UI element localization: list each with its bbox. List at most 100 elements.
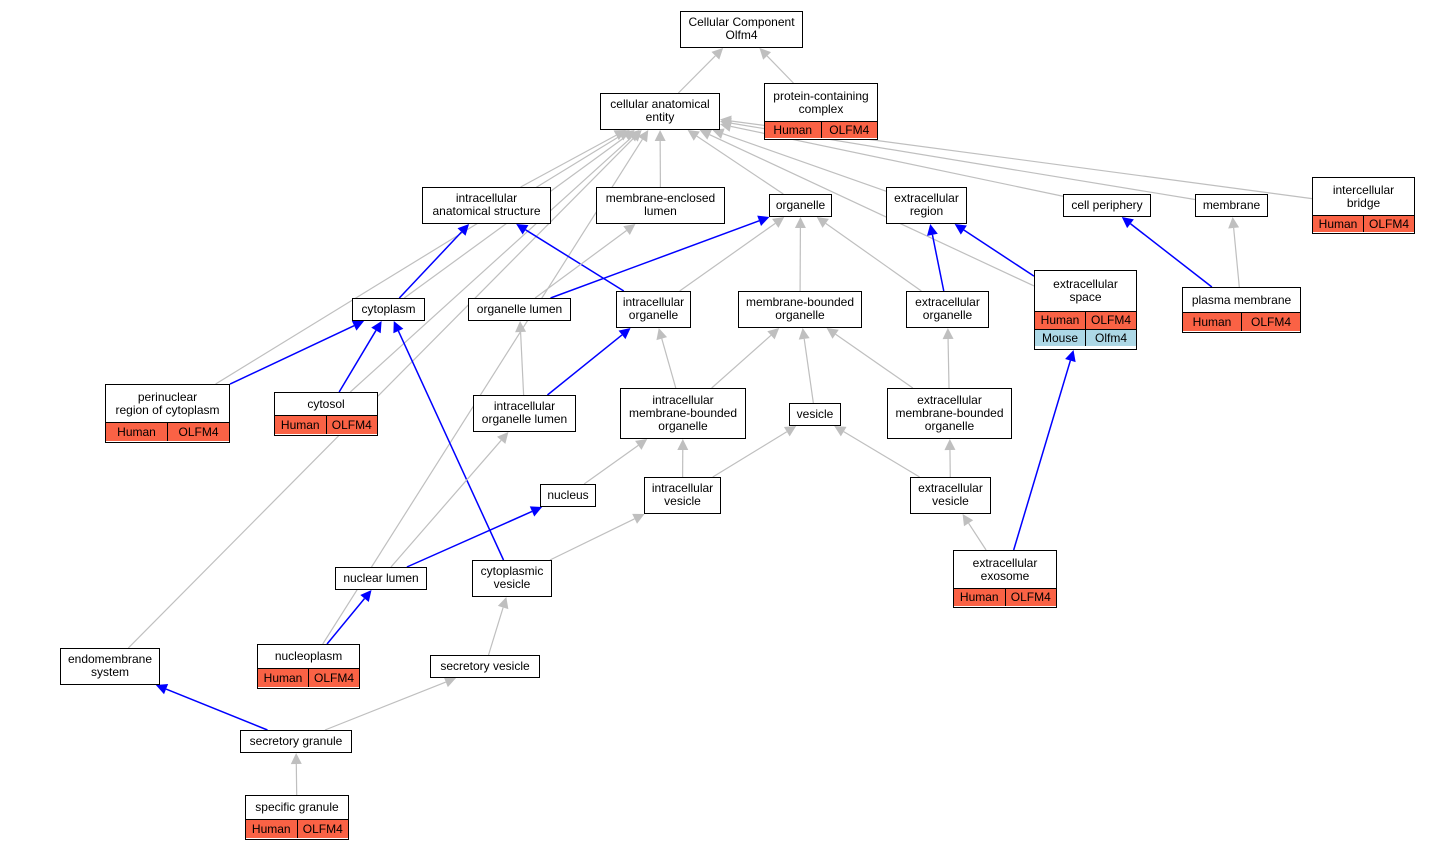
node-intracellular-membrane-bounded-organelle[interactable]: intracellular membrane-bounded organelle	[620, 388, 746, 439]
node-cytoplasmic-vesicle[interactable]: cytoplasmic vesicle	[472, 560, 552, 597]
arrowhead-icon	[816, 217, 829, 228]
node-label: extracellular organelle	[915, 295, 980, 322]
node-intracellular-anatomical-structure[interactable]: intracellular anatomical structure	[422, 187, 551, 224]
node-secretory-vesicle[interactable]: secretory vesicle	[430, 655, 540, 678]
edge-is-a-cae-to-cc	[677, 55, 716, 94]
node-nucleus[interactable]: nucleus	[540, 484, 596, 507]
arrowhead-icon	[772, 217, 785, 228]
node-organelle-lumen[interactable]: organelle lumen	[468, 298, 571, 321]
node-membrane[interactable]: membrane	[1195, 194, 1268, 217]
arrowhead-icon	[711, 48, 724, 60]
arrowhead-icon	[290, 753, 302, 765]
node-cell-periphery[interactable]: cell periphery	[1063, 194, 1151, 217]
arrowhead-icon	[656, 328, 668, 341]
edge-is-a-exo-to-org	[825, 222, 922, 292]
arrowhead-icon	[515, 321, 527, 333]
species-cell: Human	[275, 416, 326, 434]
arrowhead-icon	[630, 130, 642, 142]
species-cell: Human	[765, 122, 821, 138]
node-label: cytoplasmic vesicle	[480, 564, 544, 591]
arrowhead-icon	[635, 439, 648, 450]
arrowhead-icon	[720, 115, 732, 127]
node-intracellular-vesicle[interactable]: intracellular vesicle	[644, 477, 721, 514]
node-extracellular-vesicle[interactable]: extracellular vesicle	[910, 477, 991, 514]
node-cellular-component-olfm4[interactable]: Cellular Component Olfm4	[680, 11, 803, 48]
arrowhead-icon	[351, 320, 365, 331]
edge-part-of-pm-to-cp	[1130, 223, 1213, 288]
node-label: extracellular space	[1053, 277, 1118, 304]
edge-is-a-exs-to-cae	[709, 134, 1035, 287]
node-label: extracellular membrane-bounded organelle	[895, 392, 1004, 433]
arrowhead-icon	[944, 439, 956, 451]
edge-part-of-exosome-to-exs	[1012, 360, 1072, 551]
node-extracellular-membrane-bounded-organelle[interactable]: extracellular membrane-bounded organelle	[887, 388, 1012, 439]
node-label: extracellular vesicle	[918, 481, 983, 508]
node-extracellular-organelle[interactable]: extracellular organelle	[906, 291, 989, 328]
edge-is-a-io-to-org	[679, 222, 776, 292]
edge-is-a-exosome-to-ev	[968, 522, 987, 551]
node-endomembrane-system[interactable]: endomembrane system	[60, 648, 160, 685]
node-membrane-enclosed-lumen[interactable]: membrane-enclosed lumen	[596, 187, 725, 224]
edge-is-a-iv-to-ves	[712, 431, 788, 478]
node-label: membrane-enclosed lumen	[605, 191, 716, 218]
node-label: membrane-bounded organelle	[745, 295, 855, 322]
species-cell: Human	[1183, 313, 1241, 331]
edge-is-a-pcc-to-cc	[766, 55, 794, 84]
arrowhead-icon	[962, 514, 974, 527]
node-label: plasma membrane	[1191, 292, 1292, 307]
arrowhead-icon	[757, 215, 770, 226]
node-extracellular-region[interactable]: extracellular region	[886, 187, 967, 224]
node-vesicle[interactable]: vesicle	[789, 403, 841, 426]
node-label: intracellular organelle	[622, 295, 685, 322]
edge-is-a-imbo-to-io	[661, 338, 677, 389]
arrowhead-icon	[497, 432, 509, 444]
node-nuclear-lumen[interactable]: nuclear lumen	[335, 567, 427, 590]
node-label: organelle lumen	[476, 301, 563, 316]
node-label: cytoplasm	[361, 301, 416, 316]
edge-is-a-pm-to-mem	[1233, 227, 1240, 288]
node-cellular-anatomical-entity[interactable]: cellular anatomical entity	[600, 93, 720, 130]
node-label: intracellular organelle lumen	[481, 399, 568, 426]
node-cytoplasm[interactable]: cytoplasm	[352, 298, 425, 321]
arrowhead-icon	[443, 676, 457, 688]
gene-cell: OLFM4	[308, 669, 359, 687]
edge-is-a-cv-to-iv	[549, 518, 635, 561]
edge-is-a-imbo-to-mbo	[711, 334, 772, 389]
node-label: secretory vesicle	[440, 658, 530, 673]
arrowhead-icon	[654, 130, 666, 142]
node-intracellular-organelle[interactable]: intracellular organelle	[616, 291, 691, 328]
node-label: secretory granule	[249, 733, 343, 748]
node-label: intracellular membrane-bounded organelle	[628, 392, 738, 433]
node-intracellular-organelle-lumen[interactable]: intracellular organelle lumen	[473, 395, 576, 432]
node-secretory-granule[interactable]: secretory granule	[240, 730, 352, 753]
species-cell: Human	[106, 423, 167, 441]
edge-part-of-cytosol-to-cyt	[338, 330, 377, 393]
species-cell: Human	[1035, 312, 1085, 329]
edge-part-of-cv-to-cyt	[397, 330, 505, 561]
node-organelle[interactable]: organelle	[769, 194, 832, 217]
node-label: extracellular exosome	[972, 555, 1038, 583]
gene-cell: OLFM4	[1363, 216, 1414, 232]
node-membrane-bounded-organelle[interactable]: membrane-bounded organelle	[738, 291, 862, 328]
arrowhead-icon	[677, 439, 689, 451]
node-label: Cellular Component Olfm4	[688, 15, 795, 42]
node-label: protein-containing complex	[773, 88, 869, 116]
arrowhead-icon	[712, 128, 725, 139]
edge-part-of-iol-to-io	[546, 334, 623, 396]
edge-is-a-sg-to-sv	[324, 681, 447, 731]
